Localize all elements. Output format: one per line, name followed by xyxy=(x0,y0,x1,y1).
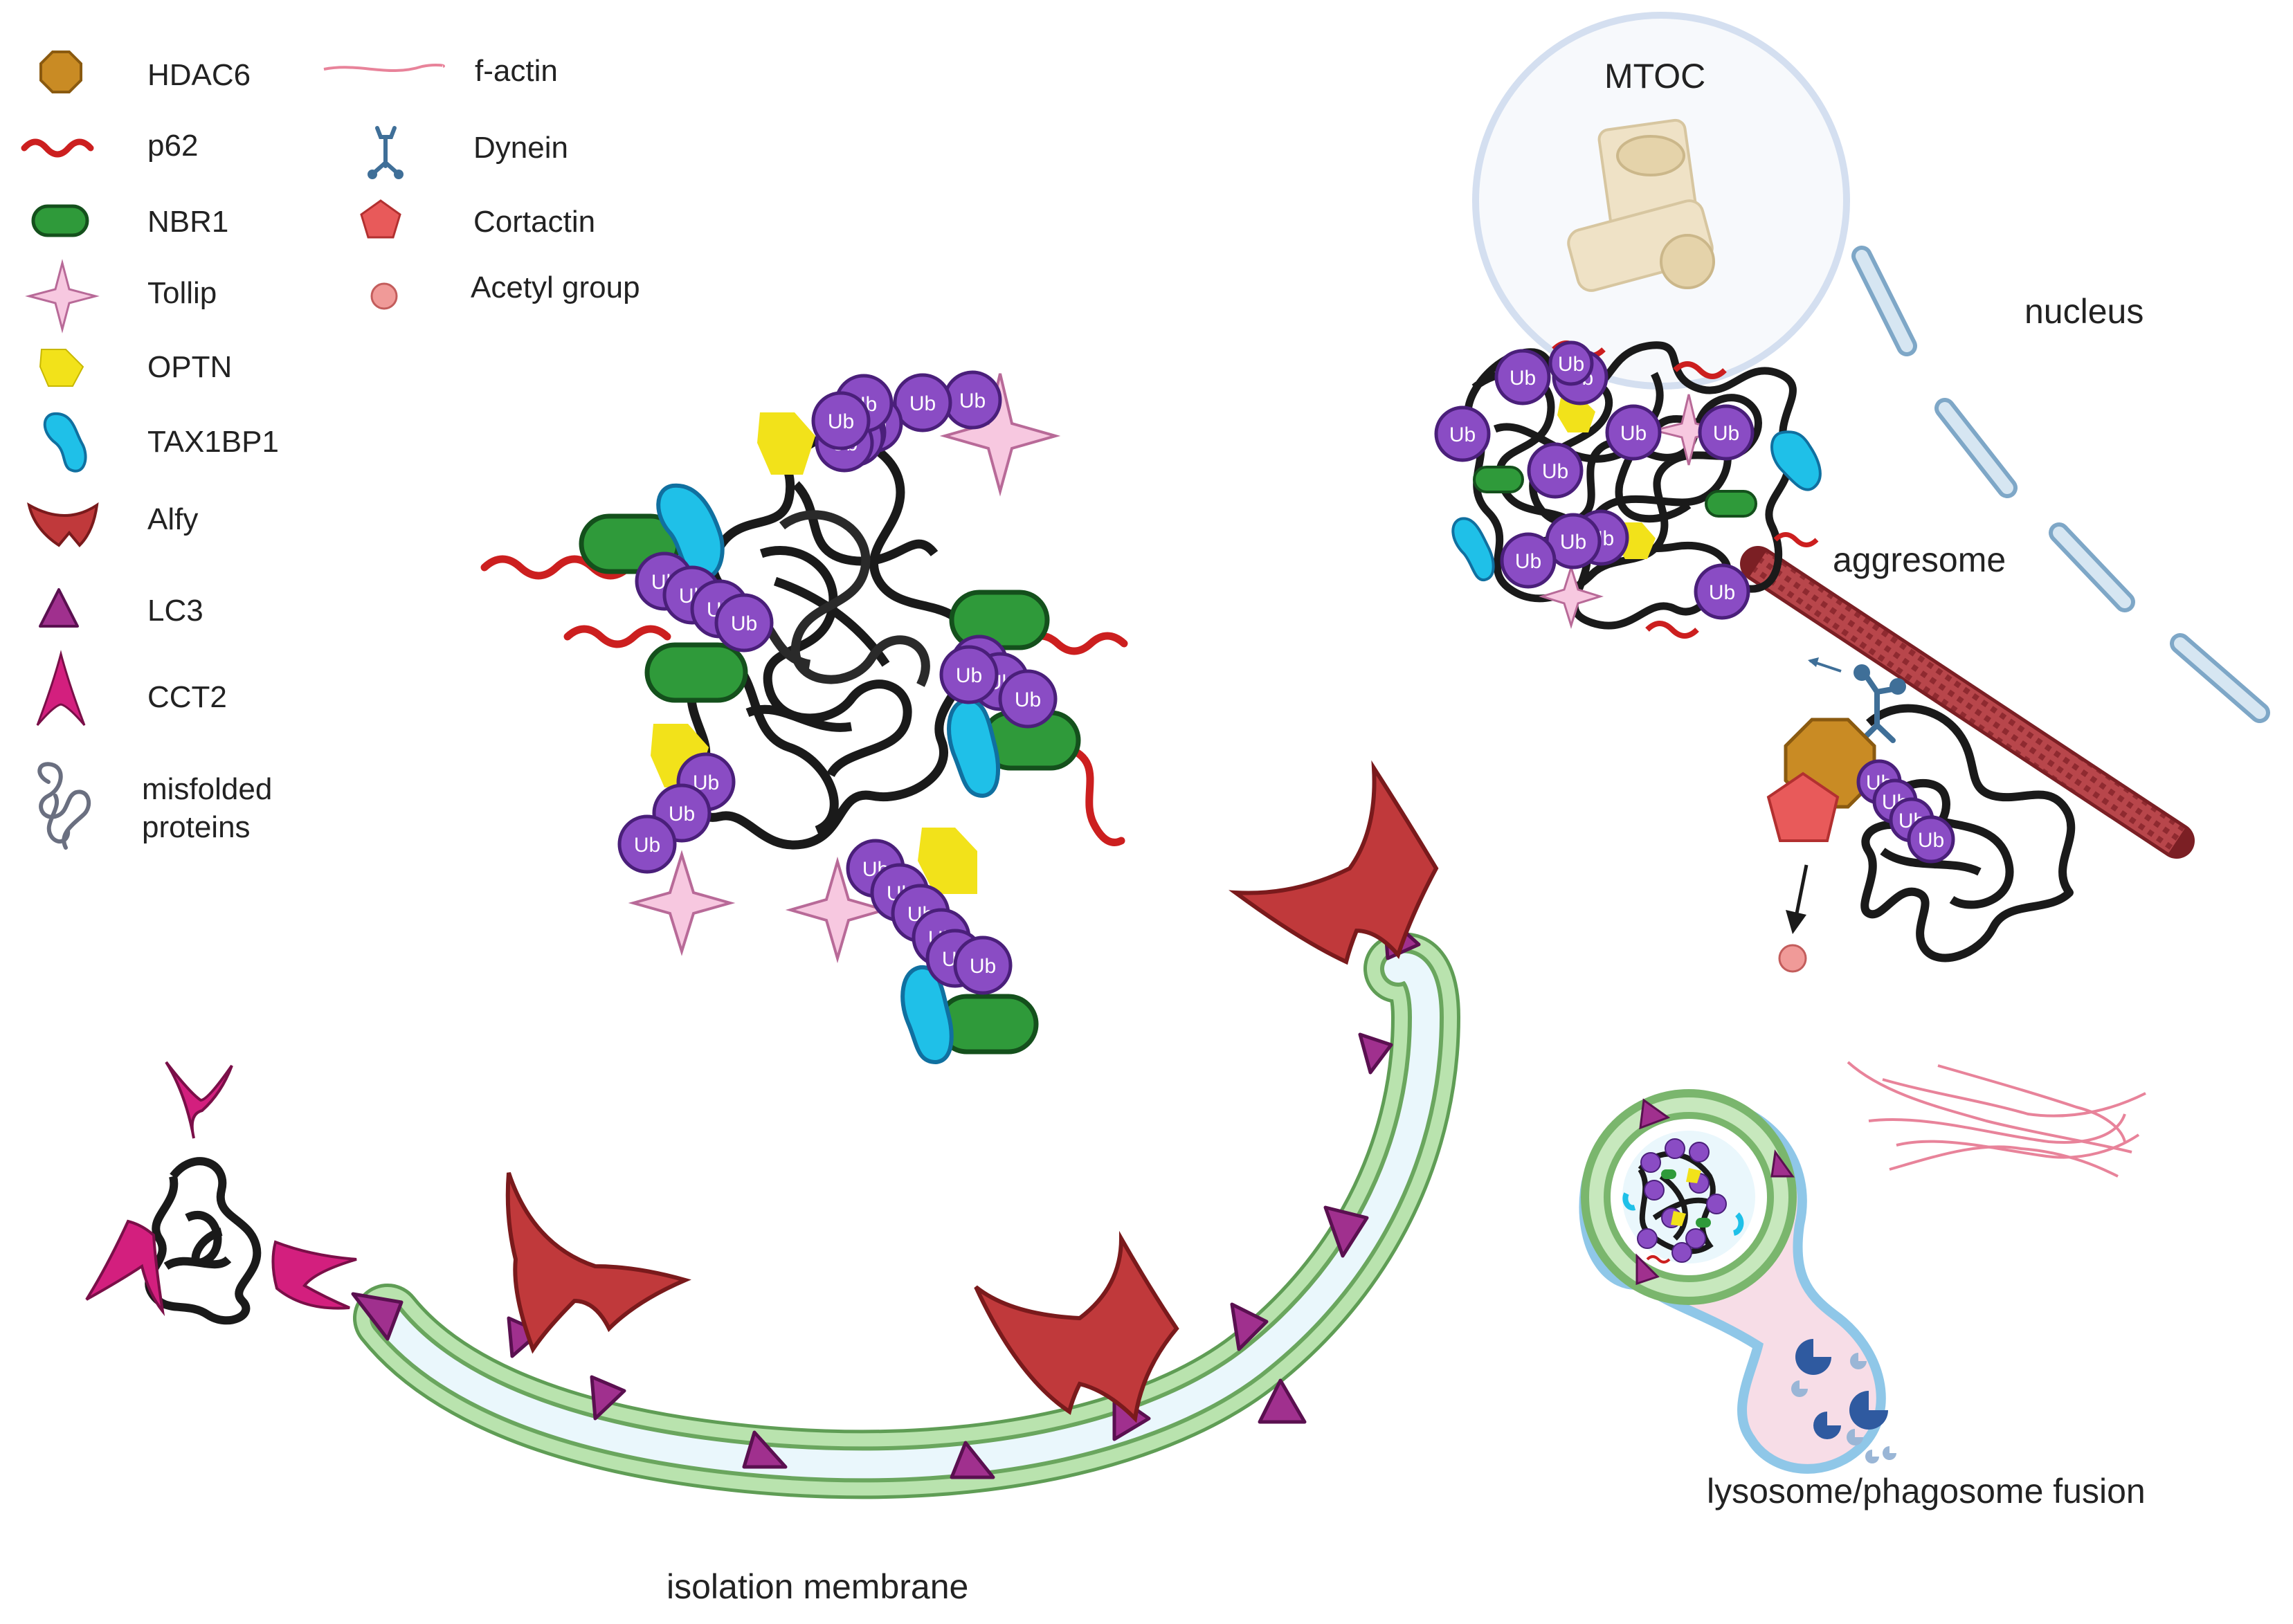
ubiquitin-label: Ub xyxy=(1918,829,1944,852)
ubiquitin-ball xyxy=(1500,532,1557,589)
legend-label-proteins: proteins xyxy=(142,810,251,844)
ubiquitin-label: Ub xyxy=(1560,531,1586,554)
ubiquitin-label: Ub xyxy=(959,390,986,412)
microtubule xyxy=(1740,546,2195,859)
legend-label-cct2: CCT2 xyxy=(147,680,227,714)
ubiquitin-ball xyxy=(811,391,871,450)
isolation-membrane xyxy=(351,760,1461,1499)
ubiquitin-label: Ub xyxy=(1015,688,1041,711)
acetyl-dot-icon xyxy=(370,282,398,310)
ubiquitin-ball xyxy=(998,669,1058,729)
dynein-icon xyxy=(368,126,404,179)
mtoc-label: MTOC xyxy=(1604,57,1705,95)
ubiquitin-label: Ub xyxy=(1515,550,1541,573)
central-cargo-complex xyxy=(480,373,1128,1065)
legend-label-cortactin: Cortactin xyxy=(473,205,595,239)
ubiquitin-label: Ub xyxy=(1449,423,1476,446)
nucleus-label: nucleus xyxy=(2024,292,2144,331)
ubiquitin-label: Ub xyxy=(970,955,996,978)
fusion-label: lysosome/phagosome fusion xyxy=(1707,1472,2146,1511)
legend-label-misfolded: misfolded xyxy=(142,772,272,806)
optn-pentagon-icon xyxy=(39,349,84,387)
ubiquitin-label: Ub xyxy=(1709,581,1735,604)
ubiquitin-ball xyxy=(1527,442,1584,499)
legend-label-hdac6: HDAC6 xyxy=(147,58,251,92)
ubiquitin-label: Ub xyxy=(731,612,757,635)
centriole-icon xyxy=(1567,118,1715,292)
legend-label-tollip: Tollip xyxy=(147,276,217,310)
legend-label-alfy: Alfy xyxy=(147,502,198,536)
ubiquitin-ball xyxy=(893,373,952,432)
ubiquitin-ball xyxy=(1494,349,1551,405)
hdac6-octagon-icon xyxy=(39,51,82,93)
legend-label-tax1bp1: TAX1BP1 xyxy=(147,425,279,459)
tollip-star-icon xyxy=(25,259,100,334)
nucleus-envelope xyxy=(1782,83,2270,723)
ubiquitin-label: Ub xyxy=(1713,422,1739,445)
ubiquitin-ball xyxy=(1548,340,1594,386)
p62-wave-icon xyxy=(21,138,94,158)
cct2-spike-icon xyxy=(36,650,86,726)
ubiquitin-ball xyxy=(1694,563,1750,620)
f-actin-bundle xyxy=(1847,1061,2146,1178)
ubiquitin-ball xyxy=(617,814,677,874)
legend-label-dynein: Dynein xyxy=(473,131,568,165)
legend-left: HDAC6 p62 NBR1 Tollip OPTN TAX1BP1 Alfy … xyxy=(21,51,279,850)
legend-label-p62: p62 xyxy=(147,129,198,163)
ubiquitin-ball xyxy=(953,936,1013,995)
misfolded-protein-icon xyxy=(37,762,91,850)
cortactin-pentagon-icon xyxy=(360,199,401,239)
ubiquitin-ball xyxy=(1907,815,1955,864)
legend-label-nbr1: NBR1 xyxy=(147,205,228,239)
lc3-triangle-icon xyxy=(39,588,79,628)
ubiquitin-ball xyxy=(1698,404,1755,461)
legend-label-lc3: LC3 xyxy=(147,594,203,628)
ubiquitin-label: Ub xyxy=(828,410,854,433)
legend-label-f-actin: f-actin xyxy=(475,54,558,88)
ubiquitin-label: Ub xyxy=(1558,353,1584,376)
ubiquitin-label: Ub xyxy=(909,392,936,415)
ubiquitin-ball xyxy=(939,645,999,704)
f-actin-line-icon xyxy=(323,63,445,73)
lysosome-phagosome-fusion xyxy=(1579,1089,1896,1474)
aggresome-label: aggresome xyxy=(1833,540,2006,579)
ubiquitin-label: Ub xyxy=(1542,460,1568,483)
legend-right: f-actin Dynein Cortactin Acetyl group xyxy=(323,54,640,310)
tax1bp1-bean-icon xyxy=(43,412,87,473)
legend-label-acetyl: Acetyl group xyxy=(471,271,640,304)
ubiquitin-label: Ub xyxy=(669,803,695,825)
legend-label-optn: OPTN xyxy=(147,350,232,384)
ubiquitin-ball xyxy=(1605,404,1662,461)
ubiquitin-ball xyxy=(1434,405,1491,462)
nbr1-capsule-icon xyxy=(31,204,89,237)
ubiquitin-label: Ub xyxy=(956,664,982,687)
mtoc: MTOC xyxy=(1472,12,1850,390)
ubiquitin-label: Ub xyxy=(1510,367,1536,390)
alfy-shape-icon xyxy=(27,502,99,547)
cct2-aggregate xyxy=(85,1061,357,1325)
ubiquitin-ball xyxy=(714,593,774,653)
isolation-membrane-label: isolation membrane xyxy=(667,1567,968,1606)
ubiquitin-label: Ub xyxy=(634,834,660,857)
ubiquitin-label: Ub xyxy=(1620,422,1647,445)
